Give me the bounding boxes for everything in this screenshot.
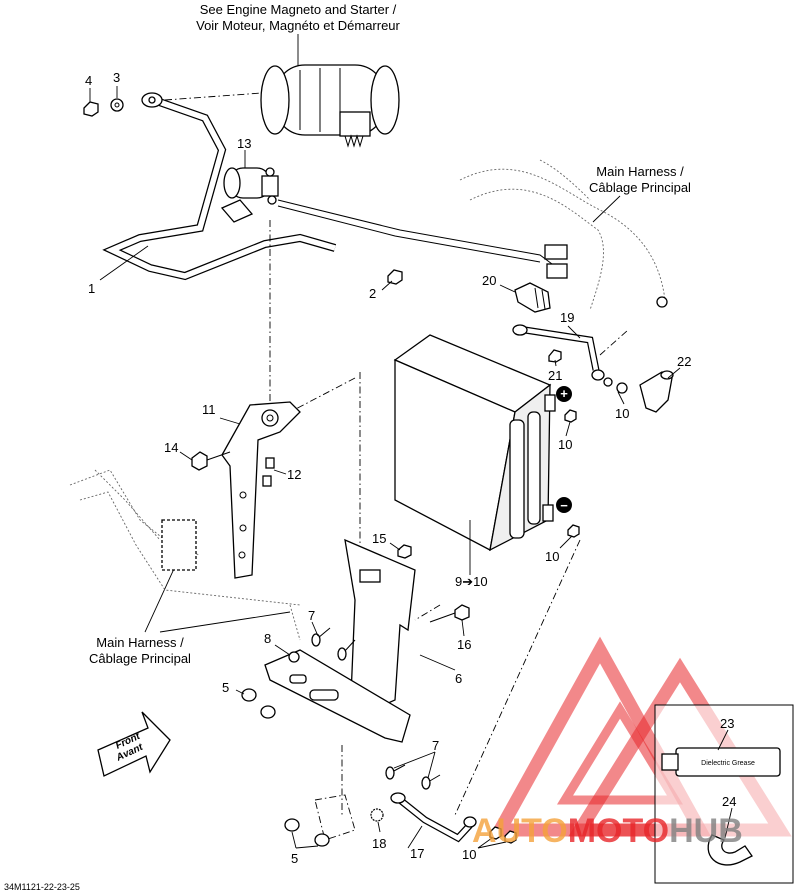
solenoid xyxy=(220,167,279,223)
callout-7-lower: 7 xyxy=(432,738,439,753)
callout-18: 18 xyxy=(372,836,386,851)
battery-cable-positive xyxy=(512,324,605,381)
main-harness-top xyxy=(459,159,668,311)
callout-16: 16 xyxy=(457,637,471,652)
watermark-text: AUTOMOTOHUB xyxy=(472,812,743,850)
main-cable xyxy=(102,92,337,281)
callout-9-10: 9➔10 xyxy=(455,574,488,589)
lock-washer xyxy=(370,808,384,822)
svg-text:+: + xyxy=(560,386,568,401)
callout-24: 24 xyxy=(722,794,736,809)
bracket xyxy=(221,401,301,579)
callout-21: 21 xyxy=(548,368,562,383)
watermark-auto: AUTO xyxy=(472,812,568,850)
caption-engine-line2: Voir Moteur, Magnéto et Démarreur xyxy=(196,18,400,33)
starter-motor xyxy=(260,64,400,148)
main-harness-left xyxy=(69,469,301,641)
callout-19: 19 xyxy=(560,310,574,325)
callout-15: 15 xyxy=(372,531,386,546)
callout-2: 2 xyxy=(369,286,376,301)
callout-13: 13 xyxy=(237,136,251,151)
grease-tube: Dielectric Grease xyxy=(661,747,781,777)
watermark-moto: MOTO xyxy=(568,812,669,850)
callout-14: 14 xyxy=(164,440,178,455)
drawing-code: 34M1121-22-23-25 xyxy=(4,882,80,892)
washer xyxy=(110,98,124,112)
callout-10-negative: 10 xyxy=(545,549,559,564)
bolt xyxy=(191,451,231,471)
battery xyxy=(393,334,556,552)
callout-5-lower: 5 xyxy=(291,851,298,866)
callout-10-positive: 10 xyxy=(558,437,572,452)
callout-17: 17 xyxy=(410,846,424,861)
nut xyxy=(397,544,412,559)
battery-negative-symbol: − xyxy=(556,497,572,513)
nut xyxy=(83,101,99,117)
ground-cable xyxy=(390,792,477,843)
svg-text:AUTOMOTOHUB: AUTOMOTOHUB xyxy=(472,812,743,850)
caption-harness-left-line1: Main Harness / xyxy=(96,635,184,650)
bolt xyxy=(385,764,441,790)
grommet xyxy=(241,688,276,719)
bolt xyxy=(311,627,356,661)
caption-harness-left-line2: Câblage Principal xyxy=(89,651,191,666)
callout-1: 1 xyxy=(88,281,95,296)
nut xyxy=(288,651,300,663)
callout-23: 23 xyxy=(720,716,734,731)
watermark-hub: HUB xyxy=(669,812,743,850)
callout-10-ground: 10 xyxy=(462,847,476,862)
inset-box: Dielectric Grease xyxy=(654,704,794,884)
svg-text:Dielectric Grease: Dielectric Grease xyxy=(701,760,755,767)
callout-4: 4 xyxy=(85,73,92,88)
nut xyxy=(564,409,577,423)
caption-harness-top-line2: Câblage Principal xyxy=(589,180,691,195)
watermark-triangle-inner xyxy=(556,701,684,805)
battery-positive-symbol: + xyxy=(556,386,572,402)
caption-engine-line1: See Engine Magneto and Starter / xyxy=(200,2,397,17)
lower-bracket xyxy=(284,794,356,847)
leader-lines xyxy=(89,86,681,849)
callout-11: 11 xyxy=(202,402,216,417)
front-arrow: Front Avant xyxy=(97,711,171,777)
rubber-boot xyxy=(514,282,551,313)
callout-10-cap: 10 xyxy=(615,406,629,421)
callout-8: 8 xyxy=(264,631,271,646)
callout-20: 20 xyxy=(482,273,496,288)
nut xyxy=(567,524,580,538)
callout-7-upper: 7 xyxy=(308,608,315,623)
nut xyxy=(548,349,562,363)
callout-22: 22 xyxy=(677,354,691,369)
cable-clamp xyxy=(707,834,753,866)
callout-6: 6 xyxy=(455,671,462,686)
washer xyxy=(603,377,613,387)
svg-text:−: − xyxy=(560,498,568,513)
callout-12: 12 xyxy=(287,467,301,482)
callouts: 1 2 3 4 5 5 6 7 7 8 9➔10 10 10 10 10 11 … xyxy=(85,70,736,866)
terminal-cap xyxy=(639,370,674,413)
nut xyxy=(387,269,403,285)
caption-harness-top-line1: Main Harness / xyxy=(596,164,684,179)
bolt xyxy=(429,604,470,623)
bolt xyxy=(262,457,275,487)
nut xyxy=(489,826,517,844)
washer xyxy=(616,382,628,394)
callout-5-upper: 5 xyxy=(222,680,229,695)
battery-tray xyxy=(264,538,416,743)
callout-3: 3 xyxy=(113,70,120,85)
